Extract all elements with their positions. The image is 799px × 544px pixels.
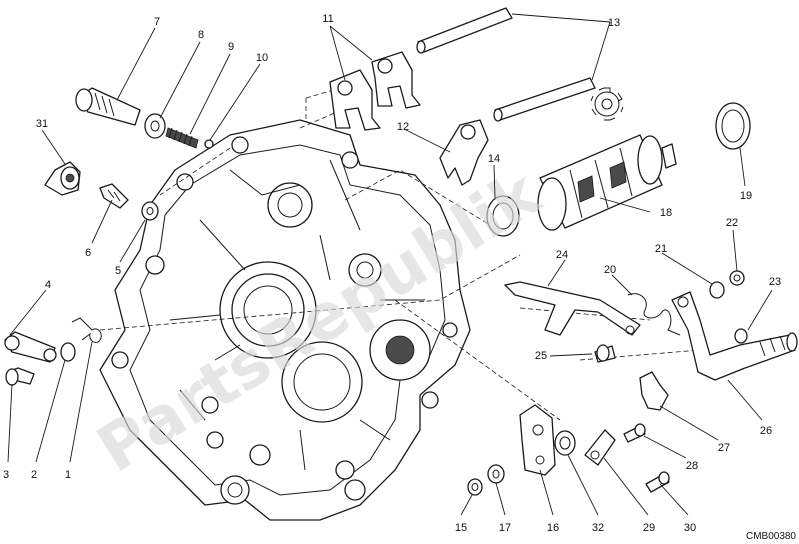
callout-labels: 1 2 3 4 5 6 7 8 9 10 11 12 13 14 15 16 1…: [3, 13, 781, 534]
part-8-washer: [144, 113, 166, 139]
part-28-screw: [623, 423, 646, 443]
part-15-washer: [467, 478, 483, 496]
callout-7: 7: [154, 16, 160, 28]
part-14-circlip: [486, 195, 520, 237]
callout-18: 18: [660, 207, 672, 219]
gear-icon: [590, 87, 624, 121]
assembly-lines: [99, 87, 701, 421]
part-17-washer: [487, 464, 505, 484]
callout-19: 19: [740, 190, 752, 202]
callout-14: 14: [488, 153, 500, 165]
callout-27: 27: [718, 442, 730, 454]
drawing-code: CMB00380: [746, 531, 796, 542]
callout-9: 9: [228, 41, 234, 53]
part-11-shift-forks: [329, 51, 421, 131]
callout-25: 25: [535, 350, 547, 362]
part-23-nut: [734, 328, 748, 344]
callout-6: 6: [85, 247, 91, 259]
callout-15: 15: [455, 522, 467, 534]
callout-11: 11: [322, 13, 333, 25]
callout-30: 30: [684, 522, 696, 534]
part-4-lever: [4, 331, 57, 363]
part-5-washer: [141, 201, 159, 221]
callout-23: 23: [769, 276, 781, 288]
callout-13: 13: [608, 17, 620, 29]
part-26-shift-shaft: [671, 291, 798, 381]
part-10-ball: [204, 139, 214, 149]
callout-16: 16: [547, 522, 559, 534]
part-3-bolt: [5, 367, 35, 386]
callout-17: 17: [499, 522, 511, 534]
callout-31: 31: [36, 118, 48, 130]
callout-1: 1: [65, 469, 71, 481]
callout-29: 29: [643, 522, 655, 534]
part-31-selector-arm: [44, 161, 81, 196]
part-24-bracket: [504, 281, 641, 336]
part-21-washer: [709, 281, 725, 299]
callout-8: 8: [198, 29, 204, 41]
part-16-plate: [519, 404, 556, 476]
part-29-link: [584, 429, 616, 466]
callout-22: 22: [726, 217, 738, 229]
callout-5: 5: [115, 265, 121, 277]
part-7-bolt: [75, 87, 141, 126]
part-2-washer: [60, 342, 76, 362]
part-25-screw: [594, 344, 616, 363]
callout-12: 12: [397, 121, 409, 133]
callout-2: 2: [31, 469, 37, 481]
callout-4: 4: [45, 279, 51, 291]
callout-20: 20: [604, 264, 616, 276]
part-27-spring: [639, 371, 669, 411]
part-32-bush: [554, 430, 576, 456]
callout-26: 26: [760, 425, 772, 437]
leader-lines: [7, 13, 773, 516]
callout-10: 10: [256, 52, 268, 64]
part-22-clip: [729, 270, 745, 286]
part-13-fork-rods: [416, 7, 596, 122]
part-12-shift-fork: [439, 119, 489, 186]
crankcase-half: [99, 119, 471, 521]
callout-24: 24: [556, 249, 568, 261]
part-6-screw: [99, 183, 129, 209]
callout-32: 32: [592, 522, 604, 534]
part-30-screw: [645, 471, 670, 493]
callout-28: 28: [686, 460, 698, 472]
part-19-ring: [715, 102, 751, 150]
part-18-shift-drum: [537, 134, 677, 231]
part-20-spring: [627, 293, 681, 336]
callout-3: 3: [3, 469, 9, 481]
part-1-spring: [71, 317, 102, 343]
part-9-spring: [165, 127, 199, 149]
callout-21: 21: [655, 243, 667, 255]
